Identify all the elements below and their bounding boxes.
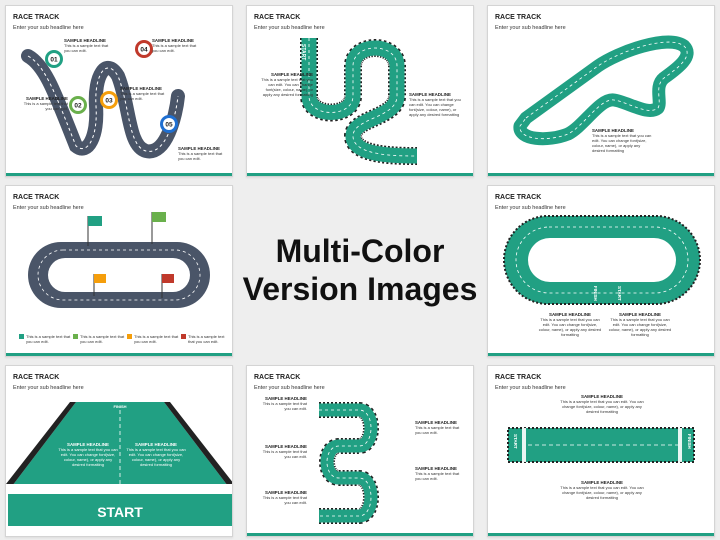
winding-road-graphic: 01 02 03 04 05 bbox=[21, 40, 185, 159]
slide-thumbnail-4[interactable]: RACE TRACK Enter your sub headline here … bbox=[5, 185, 233, 357]
slide-subtitle: Enter your sub headline here bbox=[254, 385, 325, 391]
slide-title: RACE TRACK bbox=[495, 374, 542, 381]
accent-bar bbox=[6, 353, 232, 356]
slide-title: RACE TRACK bbox=[13, 14, 60, 21]
marker-04 bbox=[135, 40, 153, 58]
s-curve-track-graphic: START FINISH bbox=[300, 38, 419, 165]
zigzag-track-graphic bbox=[319, 402, 379, 524]
slide-title: RACE TRACK bbox=[495, 14, 542, 21]
straight-track-graphic: START FINISH bbox=[507, 427, 695, 463]
marker-03 bbox=[100, 91, 118, 109]
slide-title: RACE TRACK bbox=[13, 374, 60, 381]
finish-label: FINISH bbox=[113, 404, 126, 409]
marker-05 bbox=[160, 115, 178, 133]
legend-orange: This is a sample text that you can edit. bbox=[134, 334, 179, 344]
slide-title: RACE TRACK bbox=[254, 14, 301, 21]
accent-bar bbox=[247, 173, 473, 176]
center-heading: Multi-Color Version Images bbox=[241, 185, 479, 355]
oval-track-graphic: FINISH START bbox=[503, 215, 701, 305]
slide-thumbnail-3[interactable]: RACE TRACK Enter your sub headline here … bbox=[487, 5, 715, 177]
start-label: START bbox=[513, 434, 518, 449]
marker-01 bbox=[45, 50, 63, 68]
flag-icon-teal bbox=[87, 216, 102, 246]
finish-label: FINISH bbox=[687, 434, 692, 449]
start-label: START bbox=[97, 504, 143, 520]
slide-thumbnail-7[interactable]: RACE TRACK Enter your sub headline here … bbox=[246, 365, 474, 537]
slide-subtitle: Enter your sub headline here bbox=[13, 25, 84, 31]
finish-label: FINISH bbox=[413, 124, 419, 141]
oval-track-with-flags-graphic bbox=[28, 212, 210, 308]
legend-teal: This is a sample text that you can edit. bbox=[26, 334, 71, 344]
slide-title: RACE TRACK bbox=[254, 374, 301, 381]
marker-label-02: 02 bbox=[74, 103, 82, 110]
perspective-track-graphic: FINISH START bbox=[6, 402, 232, 526]
center-heading-line2: Version Images bbox=[242, 271, 478, 307]
accent-bar bbox=[6, 173, 232, 176]
slide-subtitle: Enter your sub headline here bbox=[495, 205, 566, 211]
legend-red: This is a sample text that you can edit. bbox=[188, 334, 225, 344]
flag-icon-red bbox=[161, 274, 174, 298]
center-heading-line1: Multi-Color bbox=[275, 233, 445, 269]
circuit-track-graphic bbox=[513, 35, 694, 146]
slide-subtitle: Enter your sub headline here bbox=[495, 385, 566, 391]
marker-02 bbox=[69, 96, 87, 114]
flag-icon-green bbox=[151, 212, 166, 244]
slide-subtitle: Enter your sub headline here bbox=[13, 205, 84, 211]
accent-bar bbox=[247, 533, 473, 536]
start-label: START bbox=[300, 44, 306, 60]
accent-bar bbox=[488, 353, 714, 356]
slide-subtitle: Enter your sub headline here bbox=[495, 25, 566, 31]
flag-icon-orange bbox=[93, 274, 106, 296]
marker-label-01: 01 bbox=[50, 57, 58, 64]
accent-bar bbox=[488, 173, 714, 176]
finish-label: FINISH bbox=[593, 286, 598, 301]
slide-thumbnail-1[interactable]: RACE TRACK Enter your sub headline here … bbox=[5, 5, 233, 177]
slide-thumbnail-2[interactable]: RACE TRACK Enter your sub headline here … bbox=[246, 5, 474, 177]
slide-title: RACE TRACK bbox=[495, 194, 542, 201]
slide-thumbnail-6[interactable]: RACE TRACK Enter your sub headline here … bbox=[5, 365, 233, 537]
slide-subtitle: Enter your sub headline here bbox=[254, 25, 325, 31]
marker-label-03: 03 bbox=[105, 98, 113, 105]
legend-swatches bbox=[19, 334, 186, 339]
marker-label-05: 05 bbox=[165, 122, 173, 129]
marker-label-04: 04 bbox=[140, 47, 148, 54]
start-label: START bbox=[617, 286, 622, 301]
slide-title: RACE TRACK bbox=[13, 194, 60, 201]
slide-thumbnail-8[interactable]: RACE TRACK Enter your sub headline here … bbox=[487, 365, 715, 537]
accent-bar bbox=[488, 533, 714, 536]
slide-thumbnail-5[interactable]: RACE TRACK Enter your sub headline here … bbox=[487, 185, 715, 357]
legend-green: This is a sample text that you can edit. bbox=[80, 334, 125, 344]
slide-subtitle: Enter your sub headline here bbox=[13, 385, 84, 391]
